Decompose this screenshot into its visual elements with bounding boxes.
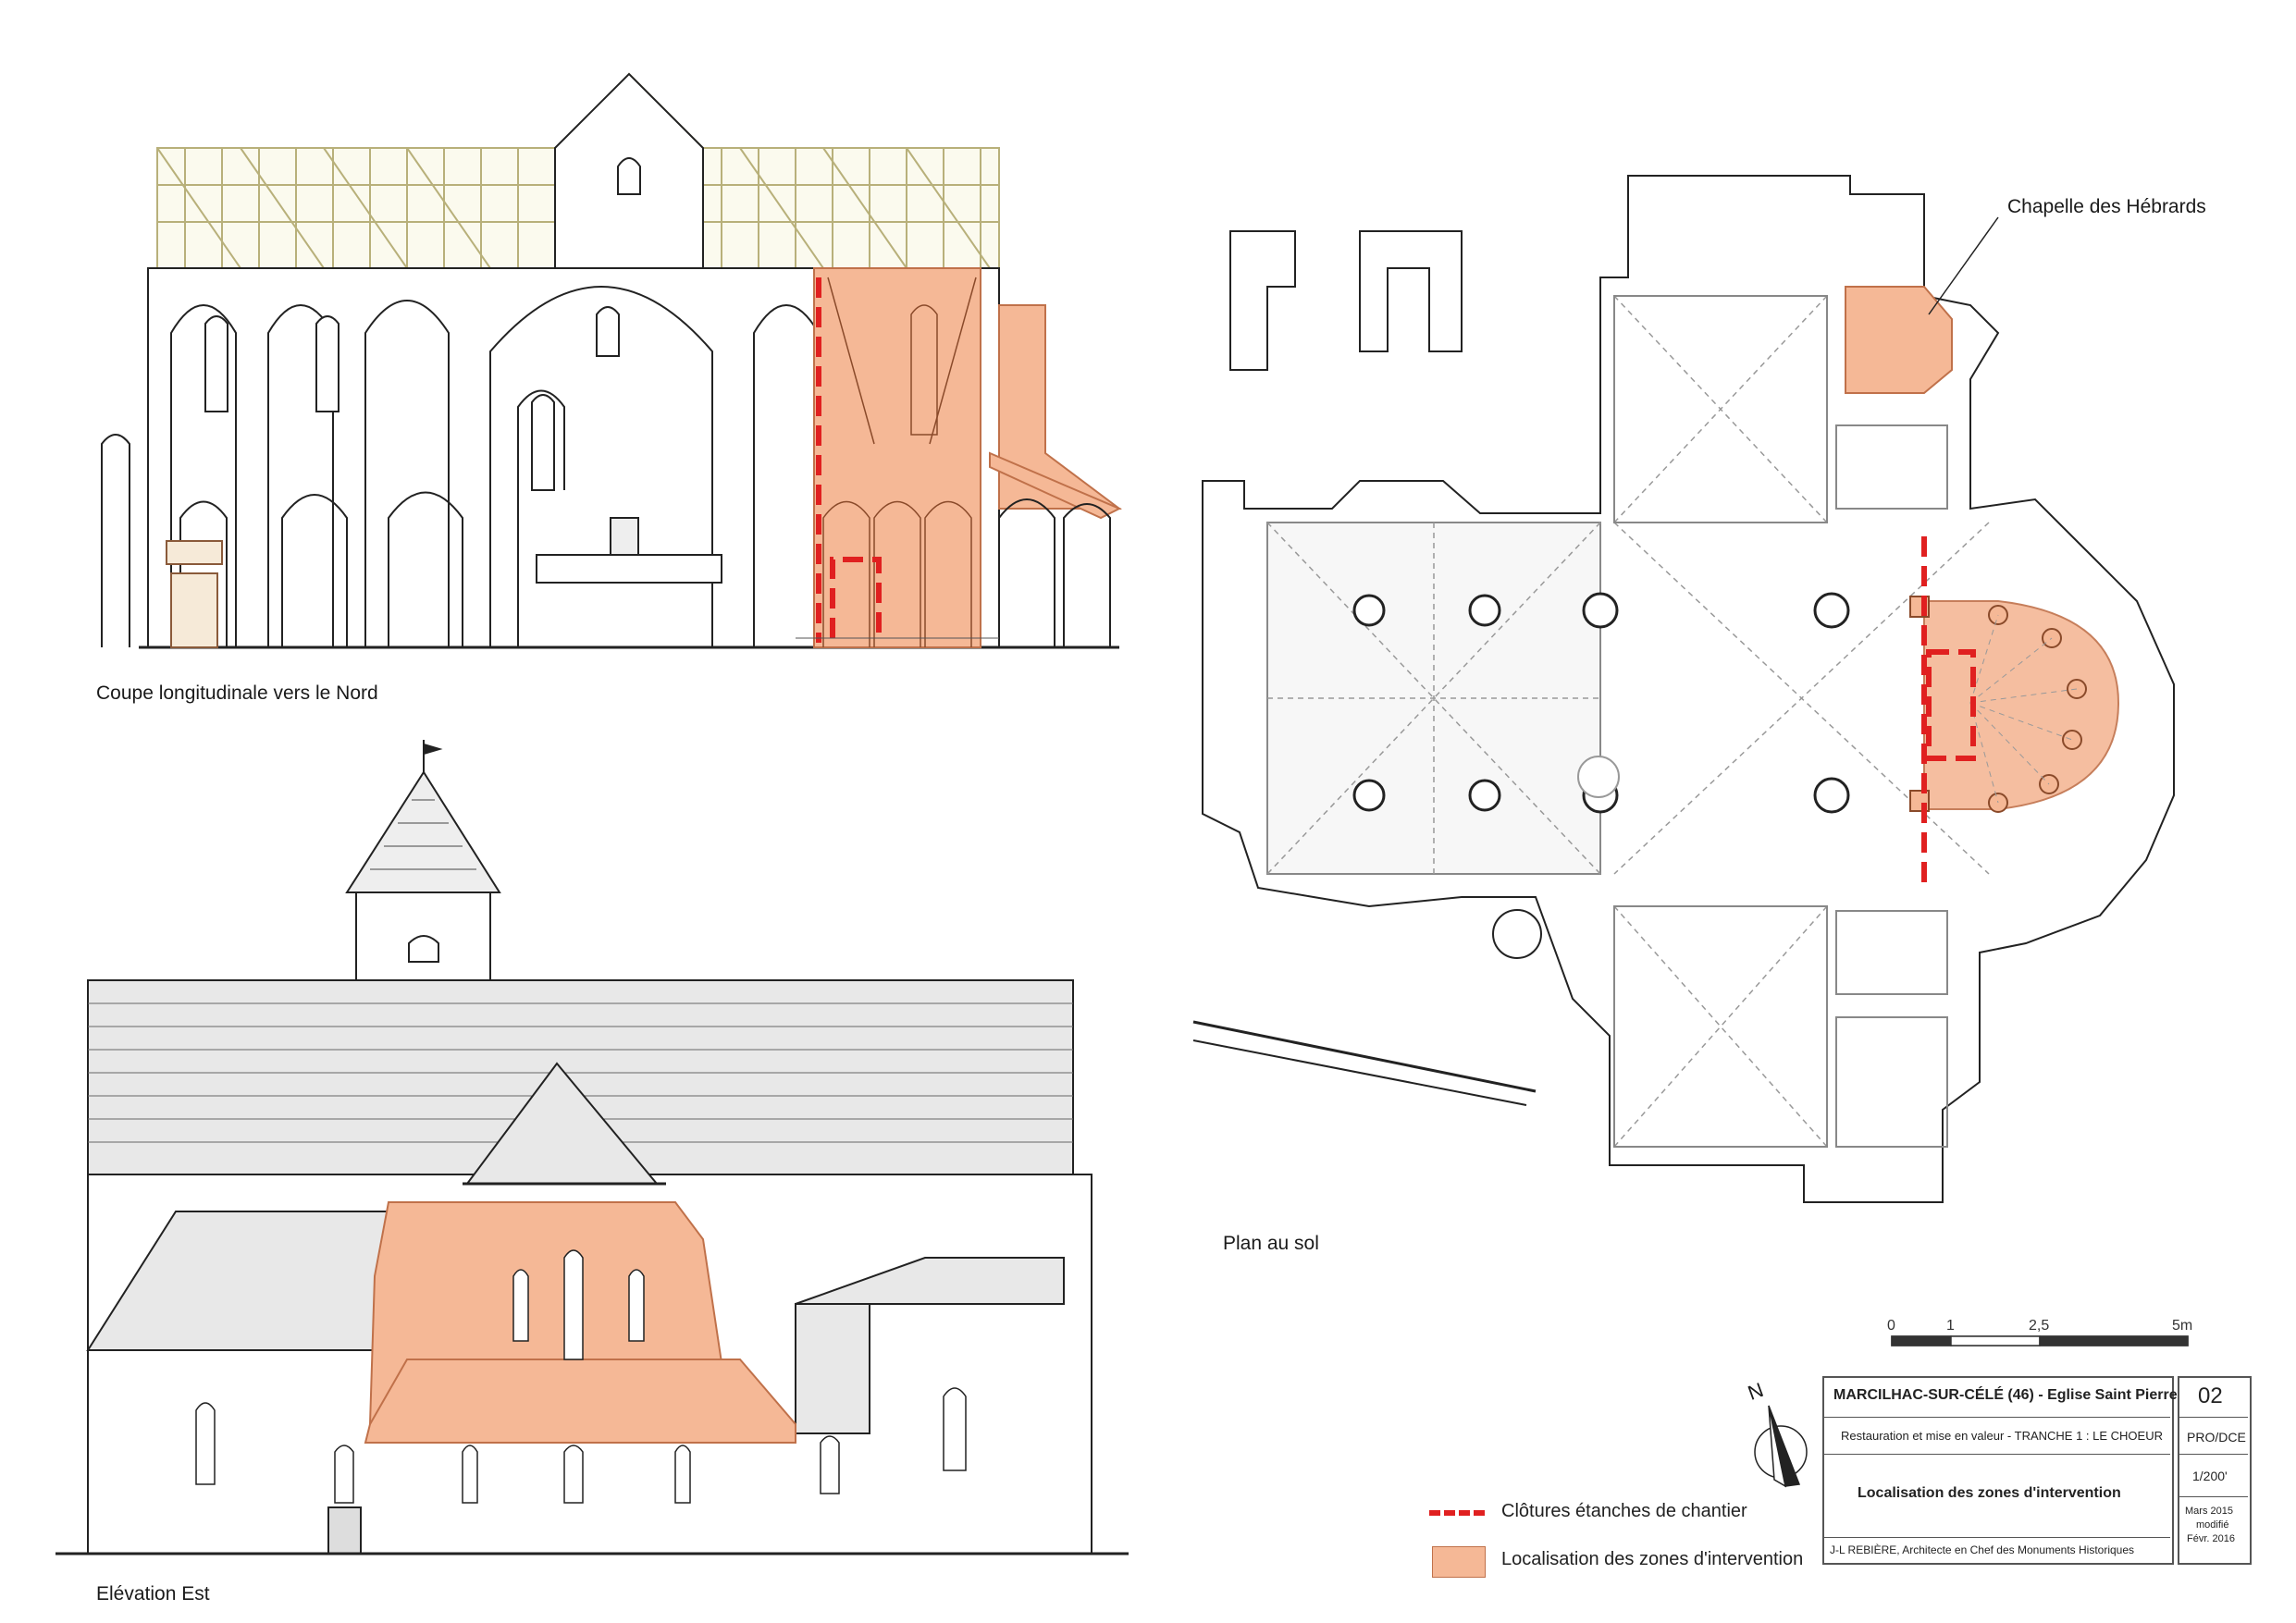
author: J-L REBIÈRE, Architecte en Chef des Monu… [1830, 1543, 2135, 1556]
fence-legend-label: Clôtures étanches de chantier [1501, 1501, 1747, 1521]
drawing-title: Localisation des zones d'intervention [1858, 1485, 2121, 1501]
project-title: MARCILHAC-SUR-CÉLÉ (46) - Eglise Saint P… [1833, 1387, 2178, 1403]
chapel-label: Chapelle des Hébrards [2007, 196, 2206, 217]
fence-legend-swatch [1429, 1510, 1485, 1516]
phase: PRO/DCE [2187, 1430, 2246, 1445]
date-line-3: Févr. 2016 [2187, 1533, 2235, 1544]
chapel-intervention-zone [1845, 286, 1953, 394]
scale-tick-1: 1 [1946, 1318, 1955, 1334]
floor-plan [1192, 175, 2175, 1203]
date-line-2: modifié [2196, 1519, 2229, 1531]
scale-tick-2: 2,5 [2029, 1318, 2050, 1334]
date-line-1: Mars 2015 [2185, 1506, 2233, 1517]
longitudinal-section [101, 72, 1122, 649]
zone-legend-label: Localisation des zones d'intervention [1501, 1549, 1804, 1569]
apse-intervention-zone [364, 1201, 796, 1444]
zone-legend-swatch [1432, 1546, 1486, 1578]
sheet-number: 02 [2198, 1383, 2223, 1408]
scale-bar [1891, 1335, 2189, 1346]
elevation-label: Elévation Est [96, 1583, 210, 1605]
section-label: Coupe longitudinale vers le Nord [96, 682, 378, 704]
project-subtitle: Restauration et mise en valeur - TRANCHE… [1841, 1429, 2163, 1443]
scale-text: 1/200' [2192, 1469, 2228, 1483]
choir-intervention-zone [813, 267, 981, 648]
plan-label: Plan au sol [1223, 1233, 1319, 1254]
north-arrow-icon [1754, 1405, 1808, 1488]
east-elevation [56, 740, 1129, 1555]
scale-tick-0: 0 [1887, 1318, 1895, 1334]
scale-tick-3: 5m [2172, 1318, 2193, 1334]
plan-fence [1921, 536, 1976, 883]
section-fence [816, 277, 882, 643]
